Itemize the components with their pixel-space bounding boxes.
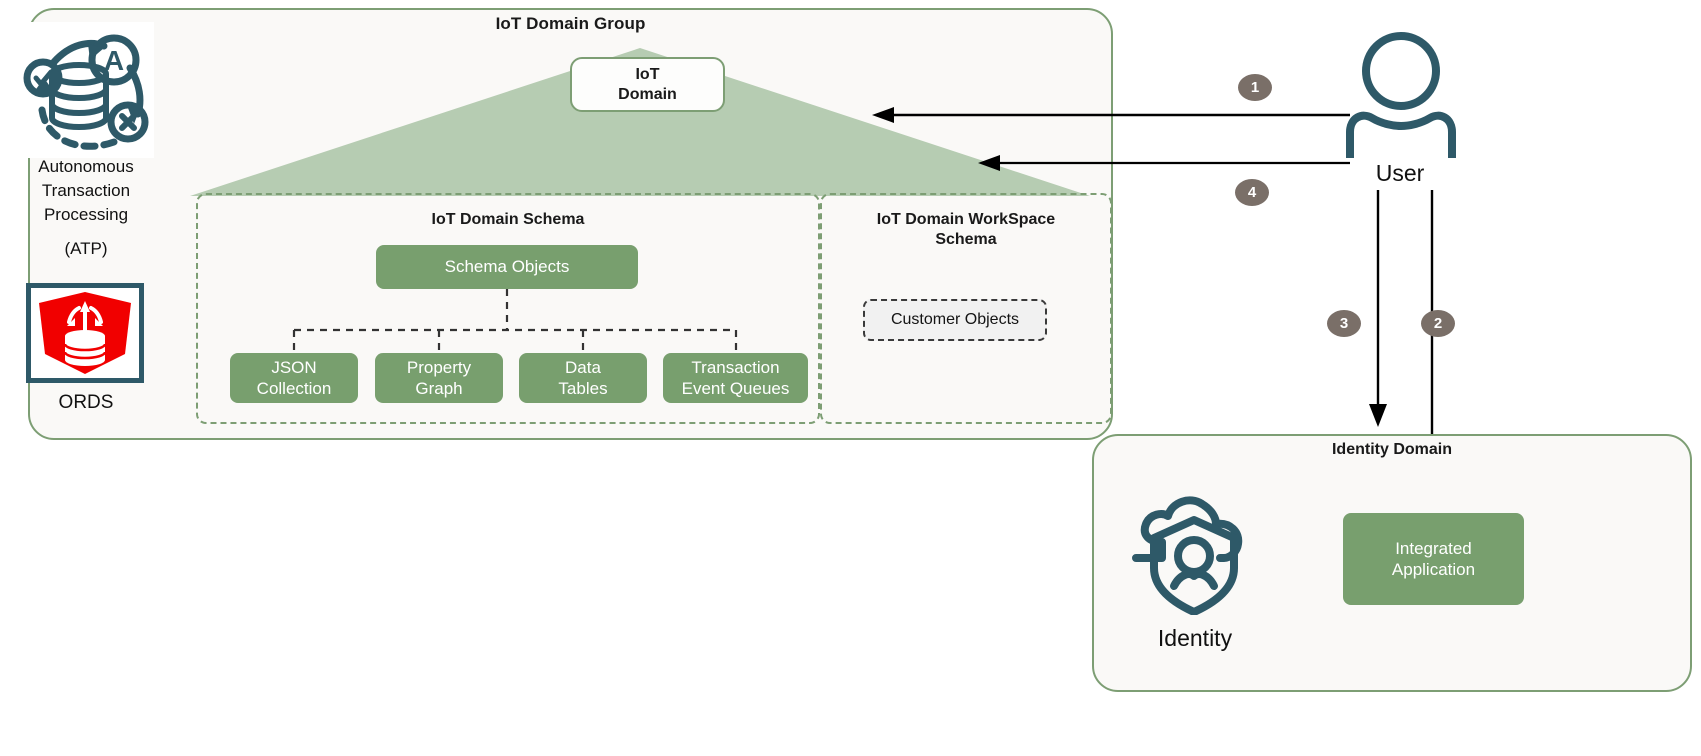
schema-objects-label: Schema Objects <box>444 257 570 277</box>
iot-domain-label-line1: IoT <box>635 65 660 83</box>
customer-objects-node[interactable]: Customer Objects <box>863 299 1047 341</box>
data-tables-line2: Tables <box>558 379 608 398</box>
integrated-app-line2: Application <box>1391 560 1476 579</box>
integrated-app-line1: Integrated <box>1395 538 1472 558</box>
teq-line2: Event Queues <box>681 379 790 398</box>
workspace-title-line2: Schema <box>935 231 997 248</box>
atp-label-line2: Transaction <box>41 181 131 201</box>
schema-objects-node[interactable]: Schema Objects <box>376 245 638 289</box>
property-graph-node[interactable]: Property Graph <box>375 353 503 403</box>
autonomous-transaction-processing-icon: A <box>18 22 154 158</box>
data-tables-node[interactable]: Data Tables <box>519 353 647 403</box>
json-collection-line1: JSON <box>271 357 317 377</box>
workspace-title-line1: IoT Domain WorkSpace <box>876 211 1056 228</box>
iot-domain-workspace-schema-panel <box>820 193 1112 424</box>
flow-badge-4: 4 <box>1235 179 1269 206</box>
identity-domain-title: Identity Domain <box>1331 441 1452 458</box>
iot-domain-schema-title: IoT Domain Schema <box>431 211 585 228</box>
iot-domain-workspace-schema-title: IoT Domain WorkSpace Schema <box>820 210 1112 250</box>
integrated-application-node[interactable]: Integrated Application <box>1343 513 1524 605</box>
iot-domain-label-line2: Domain <box>618 85 677 103</box>
svg-text:A: A <box>104 45 124 76</box>
iot-domain-group-title: IoT Domain Group <box>495 14 646 33</box>
data-tables-line1: Data <box>565 357 601 377</box>
flow-badge-2: 2 <box>1421 310 1455 337</box>
flow-badge-3: 3 <box>1327 310 1361 337</box>
ords-label: ORDS <box>58 392 114 413</box>
customer-objects-label: Customer Objects <box>890 311 1020 328</box>
property-graph-line1: Property <box>406 357 472 377</box>
iot-domain-schema-panel <box>196 193 820 424</box>
json-collection-line2: Collection <box>256 379 332 398</box>
atp-label: Autonomous Transaction Processing (ATP) <box>6 155 166 262</box>
teq-line1: Transaction <box>691 357 780 377</box>
ords-icon <box>39 292 131 374</box>
identity-label: Identity <box>1157 625 1233 651</box>
atp-label-line4: (ATP) <box>64 239 108 259</box>
json-collection-node[interactable]: JSON Collection <box>230 353 358 403</box>
pediment-triangle <box>190 48 1090 196</box>
atp-label-line1: Autonomous <box>38 157 134 176</box>
user-label: User <box>1375 160 1425 186</box>
property-graph-line2: Graph <box>415 379 463 398</box>
transaction-event-queues-node[interactable]: Transaction Event Queues <box>663 353 808 403</box>
atp-label-line3: Processing <box>43 205 129 225</box>
ords-icon-frame <box>26 283 144 383</box>
iot-domain-box[interactable]: IoT Domain <box>570 57 725 112</box>
flow-badge-1: 1 <box>1238 74 1272 101</box>
identity-cloud-shield-icon <box>1132 496 1243 615</box>
user-person-icon <box>1346 32 1456 158</box>
